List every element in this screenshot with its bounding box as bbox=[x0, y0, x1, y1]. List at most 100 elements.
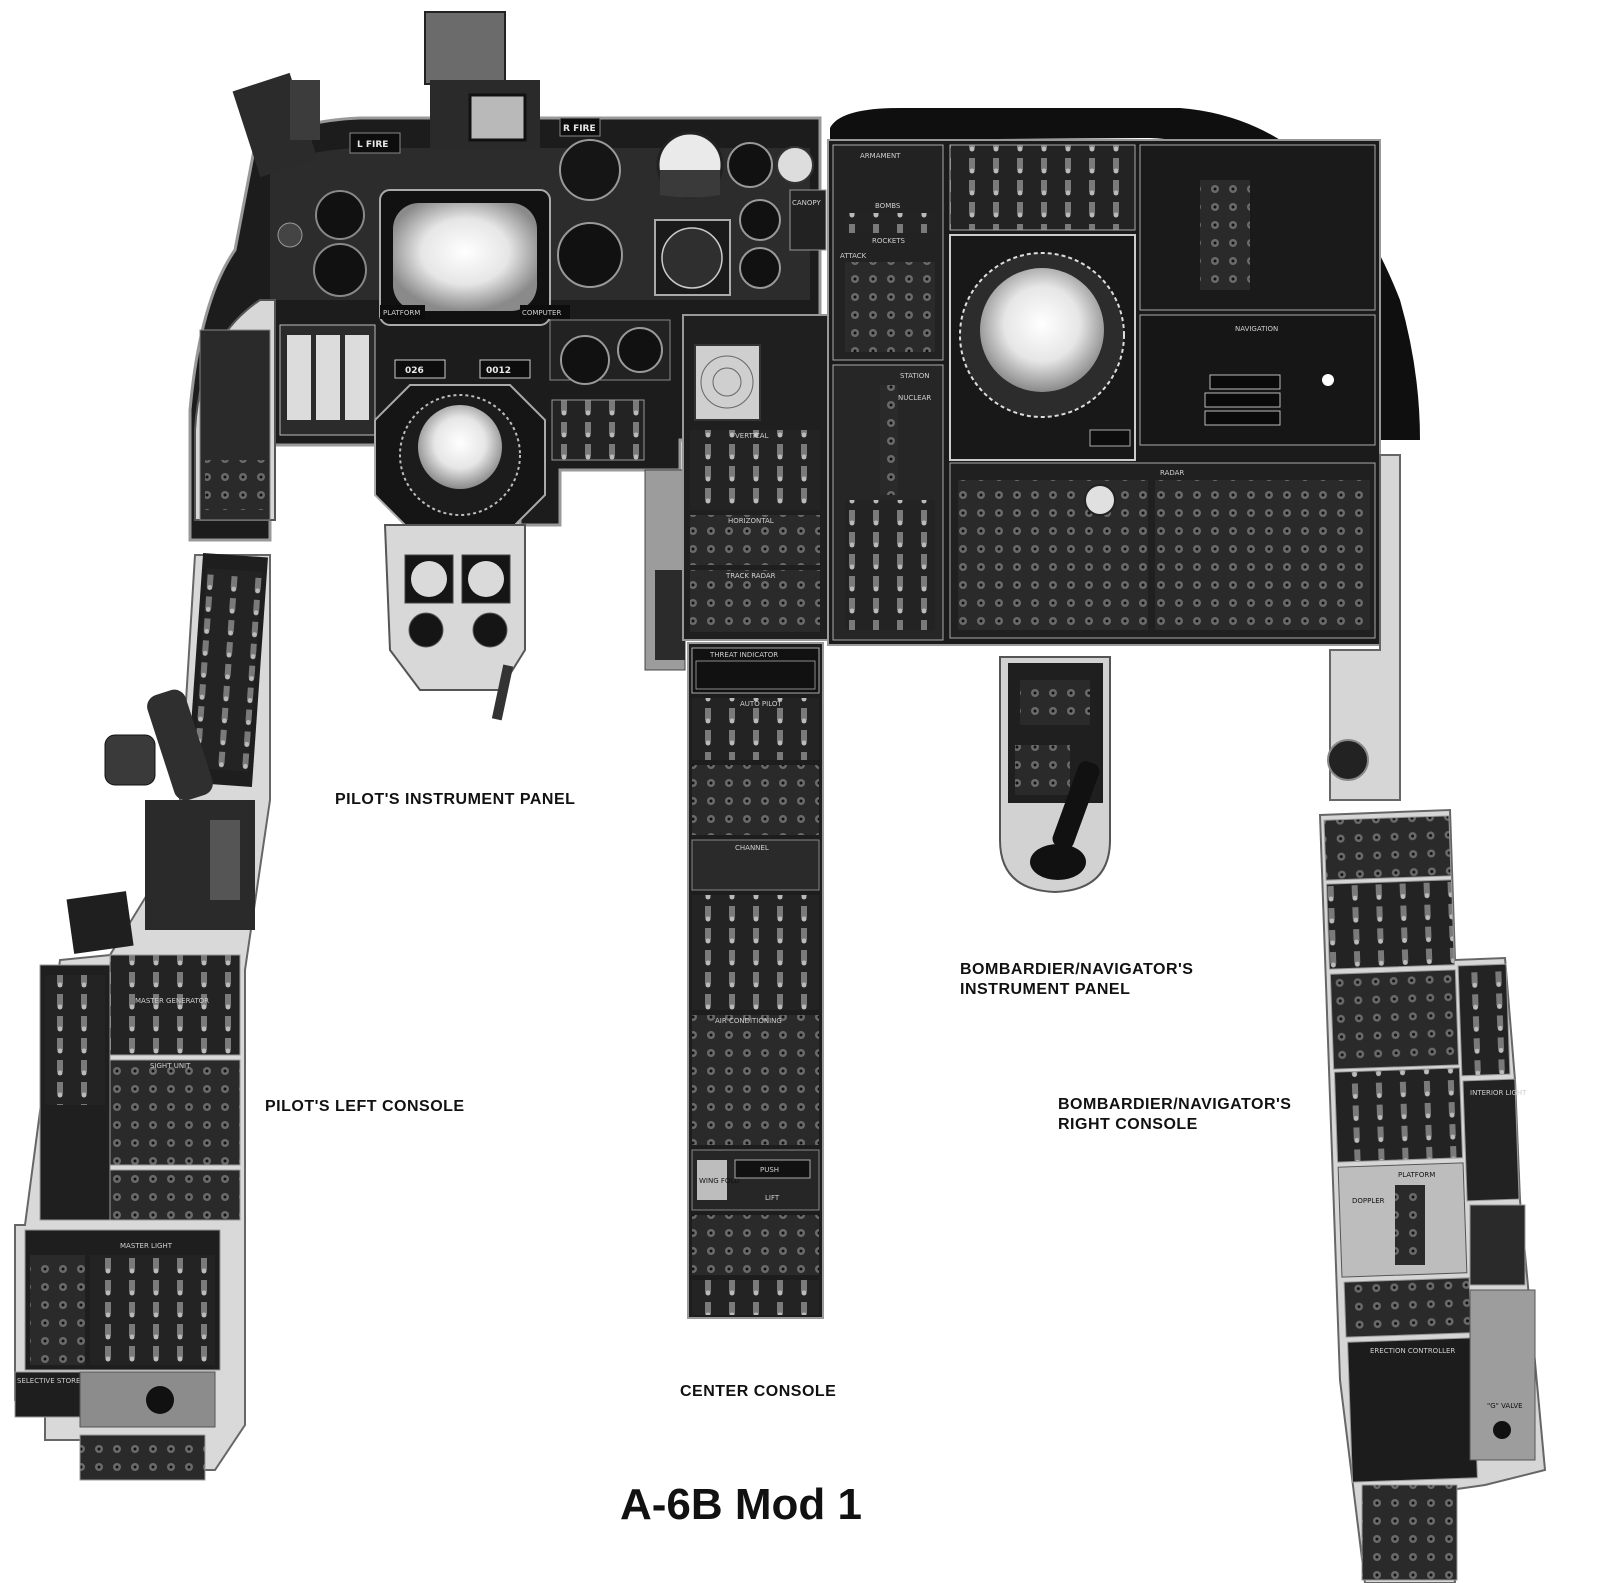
lift-label: LIFT bbox=[765, 1194, 780, 1202]
speed-brake-switches bbox=[45, 975, 105, 1105]
bn-instrument-panel-line2: INSTRUMENT PANEL bbox=[960, 981, 1131, 998]
chaff-panel bbox=[79, 1434, 206, 1481]
attack-nav-panel bbox=[1139, 144, 1376, 311]
pilot-left-console: MASTER GENERATOR SIGHT UNIT MASTER LIGHT… bbox=[14, 552, 271, 1481]
tacan-panel bbox=[692, 1215, 819, 1275]
armament-label: ARMAMENT bbox=[860, 152, 901, 160]
station-readout-box bbox=[394, 359, 446, 379]
hydraulic-gauge-2 bbox=[472, 612, 508, 648]
bn-tacan-panel bbox=[1361, 1484, 1458, 1581]
erection-controller-panel bbox=[1347, 1337, 1478, 1483]
navigation-label: NAVIGATION bbox=[1235, 325, 1278, 333]
vertical-control-panel bbox=[690, 430, 820, 510]
bn-instrument-panel: ARMAMENT BOMBS ROCKETS ATTACK STATION NU… bbox=[827, 108, 1420, 894]
bn-instrument-panel-label: BOMBARDIER/NAVIGATOR'S INSTRUMENT PANEL bbox=[960, 960, 1193, 1000]
canopy-handle-plate bbox=[789, 189, 827, 251]
platform-label-plate bbox=[380, 305, 425, 319]
range-readout-box bbox=[479, 359, 531, 379]
bn-icm-panel bbox=[1343, 1277, 1472, 1338]
master-generator-label: MASTER GENERATOR bbox=[135, 997, 209, 1005]
altimeter-gauge bbox=[313, 243, 367, 297]
nuclear-label: NUCLEAR bbox=[898, 394, 931, 402]
hand-controller-stick bbox=[1052, 761, 1100, 849]
canopy-label: CANOPY bbox=[792, 199, 821, 207]
bn-instrument-panel-line1: BOMBARDIER/NAVIGATOR'S bbox=[960, 961, 1194, 978]
doppler-label: DOPPLER bbox=[1352, 1197, 1385, 1205]
gunsight-head bbox=[424, 11, 506, 85]
range-display bbox=[1089, 429, 1131, 447]
computer-label-plate bbox=[520, 305, 570, 319]
vertical-label: VERTICAL bbox=[735, 432, 769, 440]
selective-stores-label: SELECTIVE STORES JETTISON bbox=[17, 1377, 119, 1385]
radar-altimeter bbox=[560, 335, 610, 385]
auto-pilot-panel bbox=[692, 698, 819, 760]
accelerometer-gauge bbox=[739, 199, 781, 241]
center-console: VERTICAL HORIZONTAL TRACK RADAR THREAT I… bbox=[644, 314, 829, 1319]
vent-panel bbox=[1469, 1204, 1526, 1286]
push-label: PUSH bbox=[760, 1166, 779, 1174]
interior-light-panel bbox=[1462, 1078, 1520, 1202]
airspeed-gauge bbox=[315, 190, 365, 240]
sight-unit-panel bbox=[109, 1059, 241, 1166]
fuel-gauge-dial bbox=[411, 561, 447, 597]
hand-controller-keypad-upper bbox=[1020, 680, 1090, 725]
bn-right-console-line1: BOMBARDIER/NAVIGATOR'S bbox=[1058, 1096, 1292, 1113]
oxygen-panel bbox=[1457, 963, 1511, 1077]
l-fire-label: L FIRE bbox=[357, 140, 388, 150]
air-conditioning-label: AIR CONDITIONING bbox=[715, 1017, 782, 1025]
vsi-gauge bbox=[557, 222, 623, 288]
channel-panel bbox=[691, 839, 820, 891]
armament-switch-row bbox=[845, 213, 935, 233]
speedbrake-switches bbox=[205, 460, 265, 510]
icm-panel bbox=[109, 1169, 241, 1221]
vdi-display-screen bbox=[393, 203, 537, 311]
engine-tape-1 bbox=[287, 335, 311, 420]
radar-label: RADAR bbox=[1160, 469, 1184, 477]
push-plate bbox=[734, 1159, 811, 1179]
l-fire-light bbox=[349, 132, 401, 154]
wing-fold-handle bbox=[697, 1160, 727, 1200]
pilot-instrument-panel-label: PILOT'S INSTRUMENT PANEL bbox=[335, 790, 575, 810]
station-label: STATION bbox=[900, 372, 930, 380]
pilot-left-console-label: PILOT'S LEFT CONSOLE bbox=[265, 1097, 465, 1117]
left-console-aux-panel bbox=[66, 891, 134, 954]
ecm-cooling-panel bbox=[949, 144, 1136, 231]
rpm-gauge bbox=[739, 247, 781, 289]
auto-pilot-label: AUTO PILOT bbox=[740, 700, 782, 708]
correct-pos-light bbox=[1322, 374, 1334, 386]
landing-indicator bbox=[277, 222, 303, 248]
ecm-display-ring-inner bbox=[712, 367, 742, 397]
master-light-label: MASTER LIGHT bbox=[120, 1242, 173, 1250]
radar-scope-screen bbox=[980, 268, 1104, 392]
clock-gauge bbox=[727, 142, 773, 188]
smoke-test-panel bbox=[1323, 815, 1452, 881]
figure-title: A-6B Mod 1 bbox=[620, 1480, 862, 1529]
r-fire-label: R FIRE bbox=[563, 124, 596, 134]
attitude-gauge bbox=[559, 139, 621, 201]
attitude-horizon bbox=[660, 170, 720, 198]
ecm-display-ring-outer bbox=[700, 355, 754, 409]
pilot-instrument-panel: L FIRE R FIRE PLATFORM COMPUTER CANOPY bbox=[188, 11, 827, 721]
attack-switches bbox=[845, 262, 935, 352]
warning-lights-panel bbox=[551, 399, 645, 461]
engine-tape-2 bbox=[316, 335, 340, 420]
hand-controller-keypad-lower bbox=[1015, 745, 1070, 795]
g-valve-label: "G" VALVE bbox=[1487, 1402, 1523, 1410]
station-switch-column bbox=[880, 385, 898, 495]
g-valve-port bbox=[1493, 1421, 1511, 1439]
bn-right-console-label: BOMBARDIER/NAVIGATOR'S RIGHT CONSOLE bbox=[1058, 1095, 1291, 1135]
phd-scope bbox=[418, 405, 502, 489]
master-generator-panel bbox=[109, 954, 241, 1056]
platform-panel-label: PLATFORM bbox=[1398, 1171, 1435, 1179]
nav-readout-3 bbox=[1204, 410, 1281, 426]
station-switch-grid bbox=[845, 500, 935, 630]
rockets-label: ROCKETS bbox=[872, 237, 906, 245]
station-readout: 026 bbox=[405, 366, 424, 376]
center-console-text: CENTER CONSOLE bbox=[680, 1383, 837, 1400]
fuel-mgmt-switches bbox=[193, 568, 262, 772]
hydraulic-gauge-1 bbox=[408, 612, 444, 648]
nav-readout-1 bbox=[1209, 374, 1281, 390]
master-light-switches bbox=[90, 1255, 215, 1365]
horizontal-control-panel bbox=[690, 515, 820, 565]
